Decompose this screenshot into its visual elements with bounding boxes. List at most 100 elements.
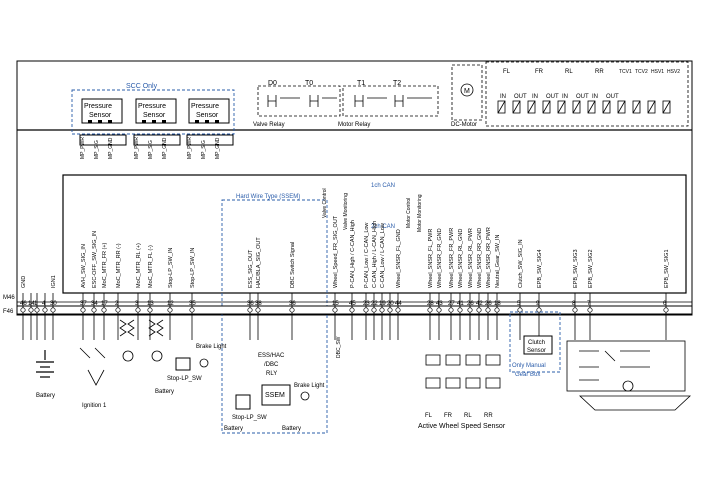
pin-terminal: [349, 307, 355, 313]
pin-terminal: [80, 307, 86, 313]
pin-label: IGN1: [51, 275, 57, 288]
valve-coil-diag: [542, 100, 551, 114]
valve-coil: [572, 100, 581, 114]
pin-terminal: [167, 307, 173, 313]
pin-number: 44: [395, 301, 402, 307]
valve-coil: [497, 100, 506, 114]
pin-label: MoC_MTR_FL (-): [148, 245, 154, 288]
dbc-sw-label: DBC_SW: [336, 336, 342, 358]
valve-in-out-labels: IN OUT IN OUT IN OUT IN OUT: [500, 94, 619, 100]
dc-motor-icon: [460, 83, 474, 97]
valve-wheel-labels: FL FR RL RR TCV1 TCV2 HSV1 HSV2: [503, 69, 680, 75]
pin-terminal: [371, 307, 377, 313]
valve-monitoring-label: Valve Monitoring: [343, 193, 349, 230]
pin-terminal: [20, 307, 26, 313]
brake-light-label: Brake Light: [196, 344, 227, 350]
epb-switch-assembly: [566, 340, 692, 411]
pin-label: DBC Switch Signal: [290, 242, 296, 288]
svg-text:OUT: OUT: [606, 94, 619, 100]
battery-1-label: Battery: [36, 393, 55, 399]
relay-d0-label: D0: [268, 80, 277, 87]
pin-number: 1: [34, 301, 38, 307]
pin-number: 5: [517, 301, 521, 307]
pin-number: 22: [371, 301, 378, 307]
valve-bank: [485, 61, 689, 127]
pin-number: 2: [115, 301, 119, 307]
valve-coil: [542, 100, 551, 114]
pin-number: 45: [349, 301, 356, 307]
wheel-sensor-labels: FL FR RL RR: [425, 413, 493, 419]
svg-text:MP_PWR: MP_PWR: [187, 137, 193, 159]
pin-number: 26: [467, 301, 474, 307]
svg-text:OUT: OUT: [576, 94, 589, 100]
pressure-sensor-label-2: Pressure: [138, 103, 166, 110]
svg-text:HSV1: HSV1: [651, 69, 664, 75]
pin-label: P-CAN_Low / C-CAN_Low: [364, 223, 370, 288]
f-connector-label: F46: [3, 309, 14, 315]
valve-coil-diag: [602, 100, 611, 114]
pin-number: 7: [587, 301, 591, 307]
pin-number: 27: [448, 301, 455, 307]
svg-text:OUT: OUT: [546, 94, 559, 100]
pin-number: 26: [485, 301, 492, 307]
clutch-sensor-box: [523, 335, 553, 355]
switch-symbols: [79, 347, 106, 386]
stop-lp-relay: [175, 357, 191, 371]
pin-terminal: [247, 307, 253, 313]
pin-number: 8: [572, 301, 576, 307]
relay-t0-label: T0: [305, 80, 313, 87]
pin-label: ESC-OFF_SW_SIG_IN: [92, 231, 98, 288]
pin-terminal: [363, 307, 369, 313]
battery-3-label: Battery: [224, 426, 243, 432]
mp-pins-row1: [79, 134, 234, 146]
svg-text:TCV2: TCV2: [635, 69, 648, 75]
pressure-sensor-label-2b: Sensor: [143, 112, 166, 119]
pin-number: 23: [363, 301, 370, 307]
can2-label: 2ch CAN: [371, 224, 395, 230]
pin-label: EPB_SW_SIG1: [664, 249, 670, 288]
pin-number: 3: [135, 301, 139, 307]
pin-terminal: [50, 307, 56, 313]
pin-terminal: [387, 307, 393, 313]
motor-relay-box: [342, 85, 439, 117]
pin-number: 30: [50, 301, 57, 307]
brake-light2-label: Brake Light: [294, 383, 325, 389]
pin-label: Wheel_SNSR_FR_GND: [437, 228, 443, 288]
ess-relay-label-2: /DBC: [264, 362, 279, 368]
pin-label: MoC_MTR_FR (+): [102, 242, 108, 288]
pin-terminal: [28, 307, 34, 313]
valve-coil: [602, 100, 611, 114]
hardwire-region: [221, 199, 328, 434]
valve-coil: [632, 100, 641, 114]
pin-label: Clutch_SW_SIG_IN: [518, 239, 524, 288]
pin-number: 9: [536, 301, 540, 307]
m-connector-label: M46: [3, 295, 15, 301]
valve-coil-diag: [497, 100, 506, 114]
valve-relay-label: Valve Relay: [253, 122, 285, 128]
pin-terminal: [91, 307, 97, 313]
manual-label-1: Only Manual: [512, 363, 546, 369]
ess-relay-label-3: RLY: [266, 371, 277, 377]
svg-text:IN: IN: [500, 94, 506, 100]
valve-coil-diag: [557, 100, 566, 114]
valve-coil-diag: [617, 100, 626, 114]
pressure-sensor-3: Pressure Sensor: [188, 98, 230, 124]
svg-text:MP_GND: MP_GND: [162, 137, 168, 159]
motor-monitoring-label: Motor Monitoring: [417, 194, 423, 232]
battery-1: [36, 350, 54, 378]
pin-terminal: [147, 307, 153, 313]
pin-label: Wheel_SNSR_FL_GND: [396, 229, 402, 288]
pin-terminal: [476, 307, 482, 313]
pin-label: Wheel_SNSR_RR_GND: [477, 228, 483, 288]
pin-label: Wheel_SNSR_RR_PWR: [486, 227, 492, 288]
wheel-sensor-title: Active Wheel Speed Sensor: [418, 423, 506, 430]
stop-lp2-box: [235, 394, 251, 410]
manual-gear-region: [509, 311, 561, 373]
pin-number: 36: [247, 301, 254, 307]
svg-text:RR: RR: [484, 413, 493, 419]
pin-label: Neutral_Gear_SW_IN: [495, 234, 501, 288]
pin-label: HAC/BLA_SIG_OUT: [256, 237, 262, 288]
stop-lp2-label: Stop-LP_SW: [232, 415, 267, 421]
valve-coil-diag: [632, 100, 641, 114]
